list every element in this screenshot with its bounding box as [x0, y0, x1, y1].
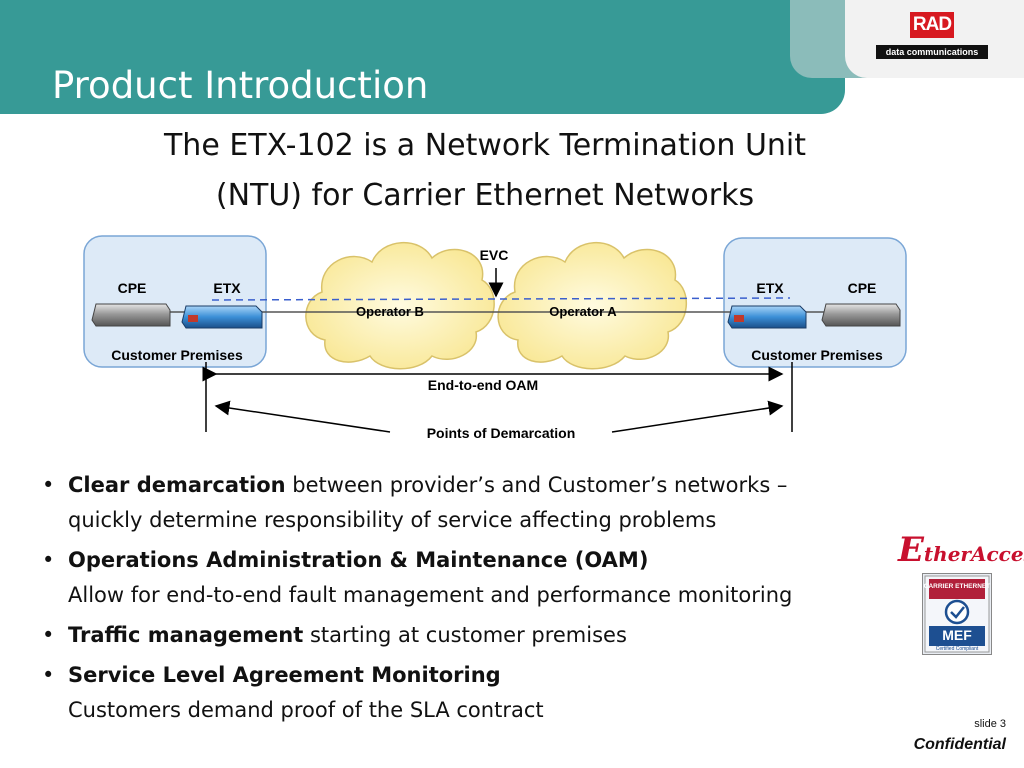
- mef-certified-badge: CARRIER ETHERNET MEF Certified Compliant: [922, 573, 992, 655]
- right-cpe-device: [821, 303, 901, 327]
- left-cpe-label: CPE: [118, 280, 147, 296]
- left-cpe-device: [91, 303, 171, 327]
- etheraccess-initial: E: [898, 530, 924, 570]
- mef-top-label: CARRIER ETHERNET: [924, 583, 990, 590]
- list-item: • Clear demarcation between provider’s a…: [40, 468, 920, 538]
- header-band: [0, 0, 845, 114]
- bullet-detail: Allow for end-to-end fault management an…: [68, 583, 793, 607]
- bullet-icon: •: [42, 623, 55, 647]
- mef-bottom-label: Certified Compliant: [936, 646, 979, 652]
- list-item: • Traffic management starting at custome…: [40, 618, 920, 653]
- bullet-icon: •: [42, 663, 55, 687]
- right-cpe-label: CPE: [848, 280, 877, 296]
- subtitle-line-2: (NTU) for Carrier Ethernet Networks: [215, 178, 755, 213]
- evc-dashed-line: [211, 297, 791, 301]
- demarcation-arrow-right: [611, 400, 784, 433]
- bullet-heading: Operations Administration & Maintenance …: [68, 548, 649, 572]
- right-etx-label: ETX: [756, 280, 784, 296]
- left-premises-box: [83, 235, 267, 368]
- oam-label: End-to-end OAM: [428, 377, 538, 393]
- etheraccess-ther: ther: [923, 542, 971, 566]
- list-item: • Service Level Agreement Monitoring Cus…: [40, 658, 920, 728]
- bullet-icon: •: [42, 548, 55, 572]
- demarcation-label: Points of Demarcation: [427, 425, 576, 441]
- bullet-text: between provider’s and Customer’s networ…: [285, 473, 788, 497]
- page-title: Product Introduction: [52, 64, 429, 107]
- right-premises-box: [723, 237, 907, 368]
- etheraccess-logo: EtherAccess: [898, 530, 1024, 570]
- left-premises-label: Customer Premises: [111, 347, 243, 363]
- right-etx-device: [727, 305, 807, 329]
- confidential-label: Confidential: [913, 736, 1006, 753]
- evc-label: EVC: [480, 247, 509, 263]
- rad-logo-mark: RAD: [910, 12, 954, 38]
- bullet-detail: quickly determine responsibility of serv…: [68, 508, 717, 532]
- bullet-heading: Service Level Agreement Monitoring: [68, 663, 501, 687]
- subtitle-line-1: The ETX-102 is a Network Termination Uni…: [163, 128, 807, 163]
- rad-logo-subtext: data communications: [876, 45, 988, 59]
- slide-number: slide 3: [974, 718, 1006, 730]
- left-etx-device: [181, 305, 263, 329]
- rad-logo: RAD data communications: [876, 12, 988, 62]
- bullet-detail: Customers demand proof of the SLA contra…: [68, 698, 544, 722]
- bullet-text: starting at customer premises: [303, 623, 627, 647]
- list-item: • Operations Administration & Maintenanc…: [40, 543, 920, 613]
- etheraccess-access: Access: [970, 542, 1024, 566]
- demarcation-arrow-left: [214, 400, 391, 433]
- right-premises-label: Customer Premises: [751, 347, 883, 363]
- bullet-heading: Clear demarcation: [68, 473, 286, 497]
- mef-mid-label: MEF: [942, 627, 972, 643]
- operator-a-label: Operator A: [549, 304, 617, 319]
- feature-list: • Clear demarcation between provider’s a…: [40, 468, 920, 733]
- bullet-heading: Traffic management: [68, 623, 304, 647]
- operator-b-label: Operator B: [356, 304, 424, 319]
- bullet-icon: •: [42, 473, 55, 497]
- left-etx-label: ETX: [213, 280, 241, 296]
